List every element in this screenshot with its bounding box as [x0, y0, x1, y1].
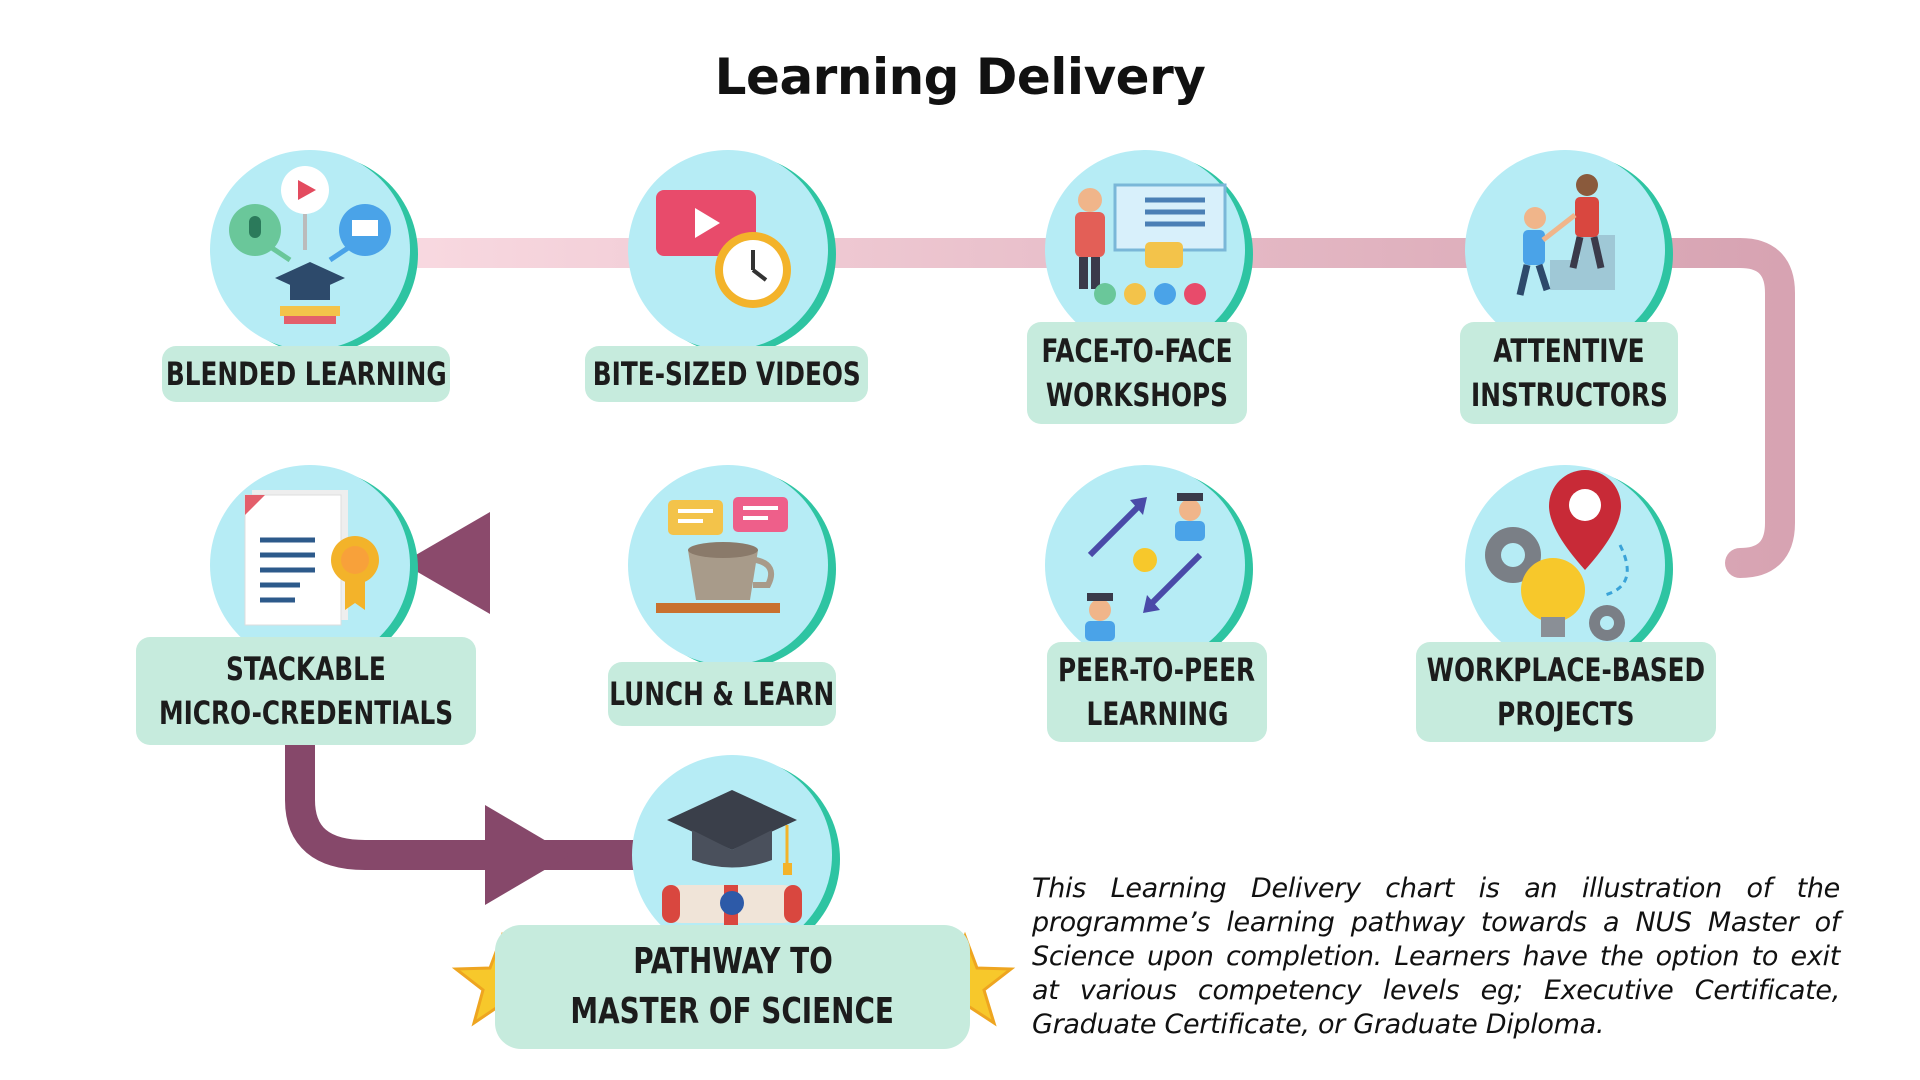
- presentation-icon: [1075, 183, 1227, 305]
- circle-blended: [210, 150, 418, 354]
- label-attentive-instructors: ATTENTIVE INSTRUCTORS: [1460, 322, 1678, 424]
- label-line: INSTRUCTORS: [1470, 376, 1668, 414]
- certificate-icon: [244, 490, 379, 626]
- label-face-to-face-workshops: FACE-TO-FACE WORKSHOPS: [1027, 322, 1247, 424]
- label-peer-to-peer-learning: PEER-TO-PEER LEARNING: [1047, 642, 1267, 742]
- label-line: PATHWAY TO: [632, 941, 833, 982]
- circle-credentials: [210, 465, 418, 669]
- label-line: MASTER OF SCIENCE: [570, 991, 895, 1032]
- label-blended-learning: BLENDED LEARNING: [162, 346, 450, 402]
- label-line: FACE-TO-FACE: [1041, 332, 1233, 370]
- peer-exchange-icon: [1085, 493, 1205, 641]
- label-line: BITE-SIZED VIDEOS: [592, 355, 861, 393]
- arrow-head-left: [402, 512, 490, 614]
- label-line: LEARNING: [1086, 695, 1228, 733]
- circle-peer: [1045, 465, 1253, 669]
- label-line: WORKPLACE-BASED: [1426, 651, 1706, 689]
- label-line: BLENDED LEARNING: [165, 355, 447, 393]
- video-clock-icon: [656, 190, 791, 308]
- label-lunch-and-learn: LUNCH & LEARN: [608, 662, 836, 726]
- blended-learning-icon: [229, 166, 391, 324]
- label-stackable-micro-credentials: STACKABLE MICRO-CREDENTIALS: [136, 637, 476, 745]
- circle-projects: [1465, 465, 1673, 669]
- label-bite-sized-videos: BITE-SIZED VIDEOS: [585, 346, 868, 402]
- helping-hand-icon: [1516, 174, 1615, 296]
- label-line: LUNCH & LEARN: [609, 675, 835, 713]
- label-line: MICRO-CREDENTIALS: [158, 694, 454, 732]
- graduation-cap-diploma-icon: [662, 790, 802, 930]
- arrow-head-right: [485, 805, 570, 905]
- gears-lightbulb-pin-icon: [1485, 470, 1629, 641]
- circle-pathway: [632, 755, 840, 959]
- coffee-chat-icon: [656, 497, 788, 613]
- label-line: PROJECTS: [1497, 695, 1635, 733]
- label-line: PEER-TO-PEER: [1058, 651, 1256, 689]
- circle-lunch: [628, 465, 836, 669]
- label-workplace-based-projects: WORKPLACE-BASED PROJECTS: [1416, 642, 1716, 742]
- circle-videos: [628, 150, 836, 354]
- label-line: WORKSHOPS: [1045, 376, 1229, 414]
- label-pathway-to-master: PATHWAY TO MASTER OF SCIENCE: [495, 925, 970, 1049]
- circle-instructors: [1465, 150, 1673, 354]
- track-bottom-curve: [285, 735, 640, 870]
- description-text: This Learning Delivery chart is an illus…: [1032, 873, 1840, 1040]
- label-line: ATTENTIVE: [1493, 332, 1645, 370]
- icon-circles: [210, 150, 1673, 959]
- page-title: Learning Delivery: [714, 48, 1206, 106]
- label-line: STACKABLE: [226, 650, 386, 688]
- circle-workshops: [1045, 150, 1253, 354]
- track-top-row: [285, 238, 1795, 578]
